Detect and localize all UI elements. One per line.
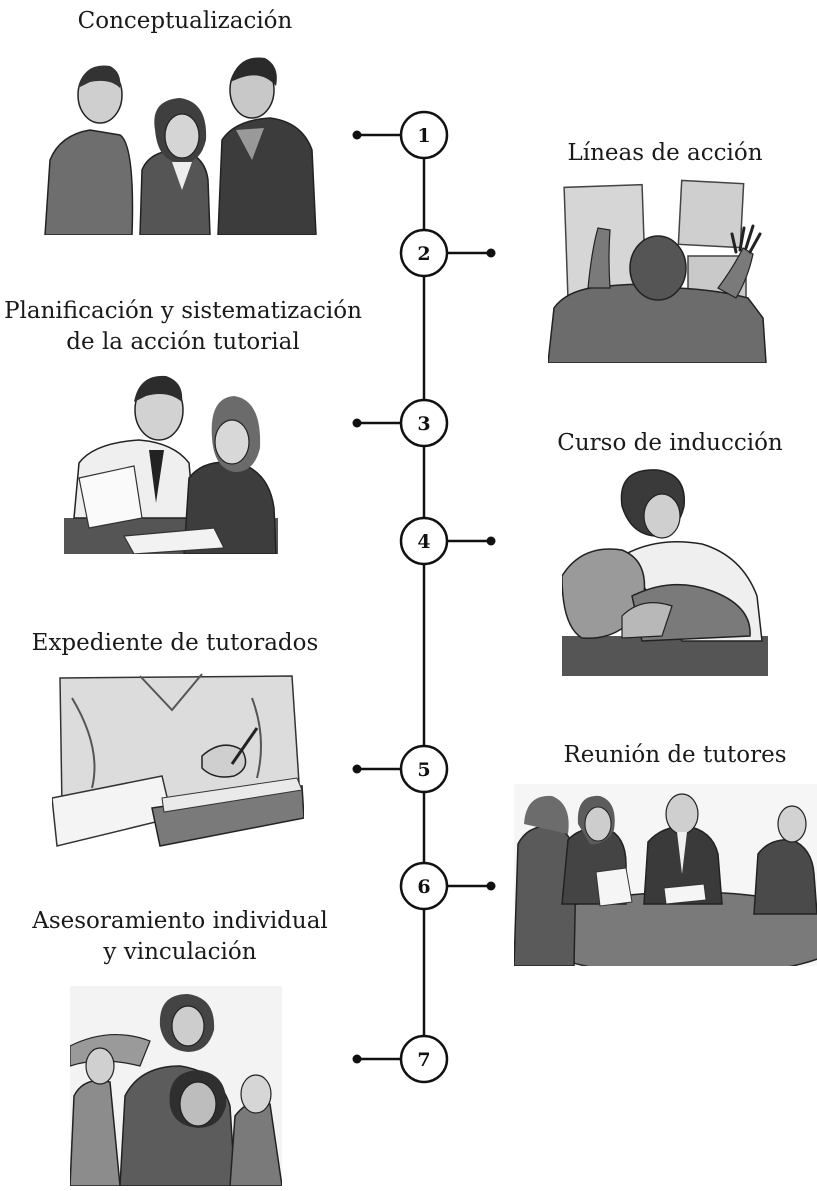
people-reviewing-document-illustration — [64, 368, 278, 554]
person-writing-in-book-illustration — [52, 668, 304, 858]
students-sitting-illustration — [562, 466, 768, 676]
node-number-4: 4 — [417, 531, 430, 553]
person-at-board-illustration — [548, 178, 770, 363]
step-7-label-line-1: Asesoramiento individual — [32, 908, 328, 934]
timeline-node-4: 4 — [399, 516, 496, 566]
node-number-5: 5 — [417, 759, 430, 781]
node-number-1: 1 — [417, 125, 430, 147]
timeline-node-1: 1 — [352, 110, 449, 160]
node-number-7: 7 — [417, 1049, 430, 1071]
group-of-students-illustration — [70, 986, 282, 1186]
step-5-label: Expediente de tutorados — [31, 630, 319, 656]
node-number-6: 6 — [417, 876, 430, 898]
timeline-node-2: 2 — [399, 228, 496, 278]
step-3-label-line-1: Planificación y sistematización — [4, 298, 362, 324]
meeting-at-table-illustration — [514, 784, 817, 966]
timeline-node-5: 5 — [352, 744, 449, 794]
timeline-node-6: 6 — [399, 861, 496, 911]
node-number-2: 2 — [417, 243, 430, 265]
timeline-node-3: 3 — [352, 398, 449, 448]
step-6-label: Reunión de tutores — [563, 742, 787, 768]
step-4-label: Curso de inducción — [557, 430, 783, 456]
people-talking-illustration — [40, 50, 320, 235]
step-7-label-line-2: y vinculación — [103, 939, 257, 965]
timeline-node-7: 7 — [352, 1034, 449, 1084]
step-1-label: Conceptualización — [77, 8, 293, 34]
node-number-3: 3 — [417, 413, 430, 435]
step-3-label-line-2: de la acción tutorial — [66, 329, 300, 355]
step-2-label: Líneas de acción — [567, 140, 763, 166]
